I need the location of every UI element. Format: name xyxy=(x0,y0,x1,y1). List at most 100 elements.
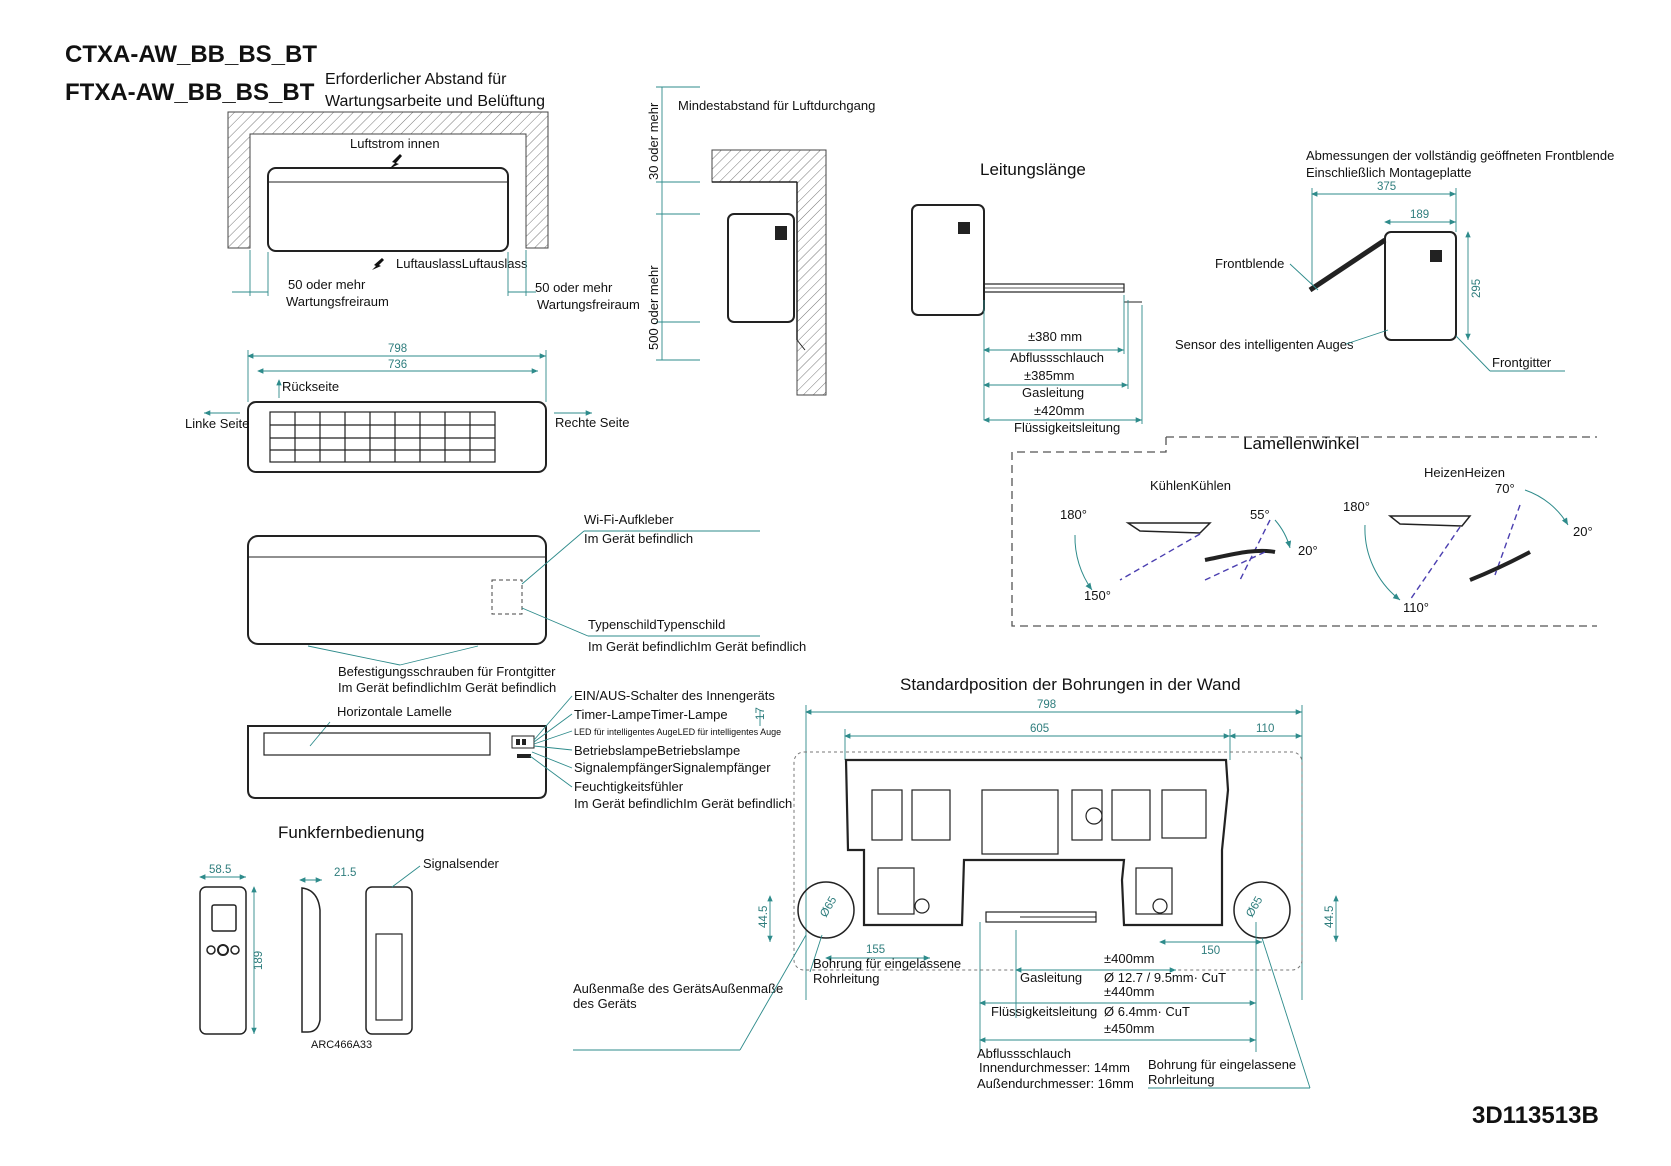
wall-drain-label: Abflussschlauch xyxy=(977,1046,1071,1061)
wall-dim-44-5-right: 44.5 xyxy=(1324,906,1336,928)
clearance-diagram: Erforderlicher Abstand für Wartungsarbei… xyxy=(227,71,640,312)
open-panel-diagram: Abmessungen der vollständig geöffneten F… xyxy=(1175,148,1614,372)
outer-dims-2: des Geräts xyxy=(573,996,637,1011)
front-grille-label: Frontgitter xyxy=(1492,355,1552,370)
wifi-label: Wi-Fi-Aufkleber xyxy=(584,512,674,527)
cool-label: KühlenKühlen xyxy=(1150,478,1231,493)
bottom-clearance-value: 500 oder mehr xyxy=(646,265,661,350)
rear-label: Rückseite xyxy=(282,379,339,394)
clearance-heading-2: Wartungsarbeite und Belüftung xyxy=(325,93,545,110)
cool-150: 150° xyxy=(1084,588,1111,603)
remote-heading: Funkfernbedienung xyxy=(278,823,425,842)
airflow-in-arrow-icon xyxy=(389,154,402,169)
liquid-length: ±420mm xyxy=(1034,403,1084,418)
drawing-number: 3D113513B xyxy=(1472,1102,1599,1129)
led-label: LED für intelligentes AugeLED für intell… xyxy=(574,727,781,737)
transmitter-label: Signalsender xyxy=(423,856,500,871)
remote-dim-58-5: 58.5 xyxy=(209,864,231,876)
indoor-unit-front-view xyxy=(247,535,547,645)
airflow-in-label: Luftstrom innen xyxy=(350,136,440,151)
drain-label: Abflussschlauch xyxy=(1010,350,1104,365)
cool-180: 180° xyxy=(1060,507,1087,522)
screws-sub: Im Gerät befindlichIm Gerät befindlich xyxy=(338,680,556,695)
dim-375: 375 xyxy=(1377,181,1396,193)
wall-drain-outer: Außendurchmesser: 16mm xyxy=(977,1076,1134,1091)
open-panel-heading-2: Einschließlich Montageplatte xyxy=(1306,165,1471,180)
left-hole-label-2: Rohrleitung xyxy=(813,971,880,986)
open-panel-heading-1: Abmessungen der vollständig geöffneten F… xyxy=(1306,148,1614,163)
wall-dim-44-5-left: 44.5 xyxy=(758,906,770,928)
right-hole-label-2: Rohrleitung xyxy=(1148,1072,1215,1087)
len-450: ±450mm xyxy=(1104,1021,1154,1036)
heat-20: 20° xyxy=(1573,524,1593,539)
sensor-label: Sensor des intelligenten Auges xyxy=(1175,337,1354,352)
wall-dim-798: 798 xyxy=(1037,699,1056,711)
left-clearance-value: 50 oder mehr xyxy=(288,277,366,292)
model-title-2: FTXA-AW_BB_BS_BT xyxy=(65,79,315,106)
louver-heading: Lamellenwinkel xyxy=(1243,434,1359,453)
left-side-label: Linke Seite xyxy=(185,416,249,431)
wifi-sub: Im Gerät befindlich xyxy=(584,531,693,546)
wall-liquid-spec: Ø 6.4mm· CuT xyxy=(1104,1004,1190,1019)
signal-label: SignalempfängerSignalempfänger xyxy=(574,760,771,775)
right-hole-label-1: Bohrung für eingelassene xyxy=(1148,1057,1296,1072)
remote-side xyxy=(301,887,321,1033)
horizontal-louver-label: Horizontale Lamelle xyxy=(337,704,452,719)
hole-right xyxy=(1233,881,1291,939)
heat-180: 180° xyxy=(1343,499,1370,514)
indoor-unit-bottom-view xyxy=(247,725,547,799)
left-hole-label-1: Bohrung für eingelassene xyxy=(813,956,961,971)
wall-dim-155: 155 xyxy=(866,944,885,956)
remote-diagram: Funkfernbedienung 58.5 189 21.5 Signalse… xyxy=(199,823,500,1051)
indoor-unit-pipe-view xyxy=(911,204,985,316)
indoor-unit-top-outline xyxy=(247,401,547,473)
mounting-plate xyxy=(844,758,1230,927)
nameplate-sub: Im Gerät befindlichIm Gerät befindlich xyxy=(588,639,806,654)
airflow-out-arrow-icon xyxy=(372,258,384,270)
dim-798-top: 798 xyxy=(388,343,407,355)
wall-drain-inner: Innendurchmesser: 14mm xyxy=(979,1060,1130,1075)
remote-dim-21-5: 21.5 xyxy=(334,867,356,879)
dim-295: 295 xyxy=(1471,279,1483,298)
remote-model: ARC466A33 xyxy=(311,1039,372,1051)
model-title-1: CTXA-AW_BB_BS_BT xyxy=(65,41,317,68)
remote-front xyxy=(199,886,247,1035)
right-clearance-value: 50 oder mehr xyxy=(535,280,613,295)
wall-holes-heading: Standardposition der Bohrungen in der Wa… xyxy=(900,675,1241,694)
wall-liquid-label: Flüssigkeitsleitung xyxy=(991,1004,1097,1019)
cool-55: 55° xyxy=(1250,507,1270,522)
left-clearance-label: Wartungsfreiraum xyxy=(286,294,389,309)
top-view-diagram: 798 736 Rückseite Linke Seite Rechte Sei… xyxy=(185,343,629,473)
len-440: ±440mm xyxy=(1104,984,1154,999)
clearance-heading-1: Erforderlicher Abstand für xyxy=(325,71,507,88)
bottom-view-diagram: Horizontale Lamelle 17 EIN/AUS-Schalter … xyxy=(247,688,792,811)
humidity-sub: Im Gerät befindlichIm Gerät befindlich xyxy=(574,796,792,811)
heat-label: HeizenHeizen xyxy=(1424,465,1505,480)
gas-label: Gasleitung xyxy=(1022,385,1084,400)
wall-dim-150: 150 xyxy=(1201,945,1220,957)
min-airflow-label: Mindestabstand für Luftdurchgang xyxy=(678,98,875,113)
gas-length: ±385mm xyxy=(1024,368,1074,383)
hole-right-dia: Ø65 xyxy=(1244,895,1265,920)
louver-angle-diagram: Lamellenwinkel KühlenKühlen HeizenHeizen… xyxy=(1011,434,1597,627)
liquid-label: Flüssigkeitsleitung xyxy=(1014,420,1120,435)
humidity-label: Feuchtigkeitsfühler xyxy=(574,779,684,794)
dim-736-top: 736 xyxy=(388,359,407,371)
hole-left xyxy=(797,881,855,939)
screws-label: Befestigungsschrauben für Frontgitter xyxy=(338,664,556,679)
side-clearance-diagram: 30 oder mehr 500 oder mehr Mindestabstan… xyxy=(646,86,875,396)
pipe-length-diagram: Leitungslänge ±380 mm Abflussschlauch ±3… xyxy=(911,160,1143,435)
dim-189-open: 189 xyxy=(1410,209,1429,221)
wall-gas-spec: Ø 12.7 / 9.5mm· CuT xyxy=(1104,970,1226,985)
top-clearance-value: 30 oder mehr xyxy=(646,102,661,180)
heat-110: 110° xyxy=(1403,600,1429,615)
drain-length: ±380 mm xyxy=(1028,329,1082,344)
right-side-label: Rechte Seite xyxy=(555,415,629,430)
hole-left-dia: Ø65 xyxy=(818,895,839,920)
airflow-out-label: LuftauslassLuftauslass xyxy=(396,256,528,271)
nameplate-label: TypenschildTypenschild xyxy=(588,617,725,632)
right-clearance-label: Wartungsfreiraum xyxy=(537,297,640,312)
onoff-label: EIN/AUS-Schalter des Innengeräts xyxy=(574,688,775,703)
indoor-unit-side-outline xyxy=(727,213,795,323)
